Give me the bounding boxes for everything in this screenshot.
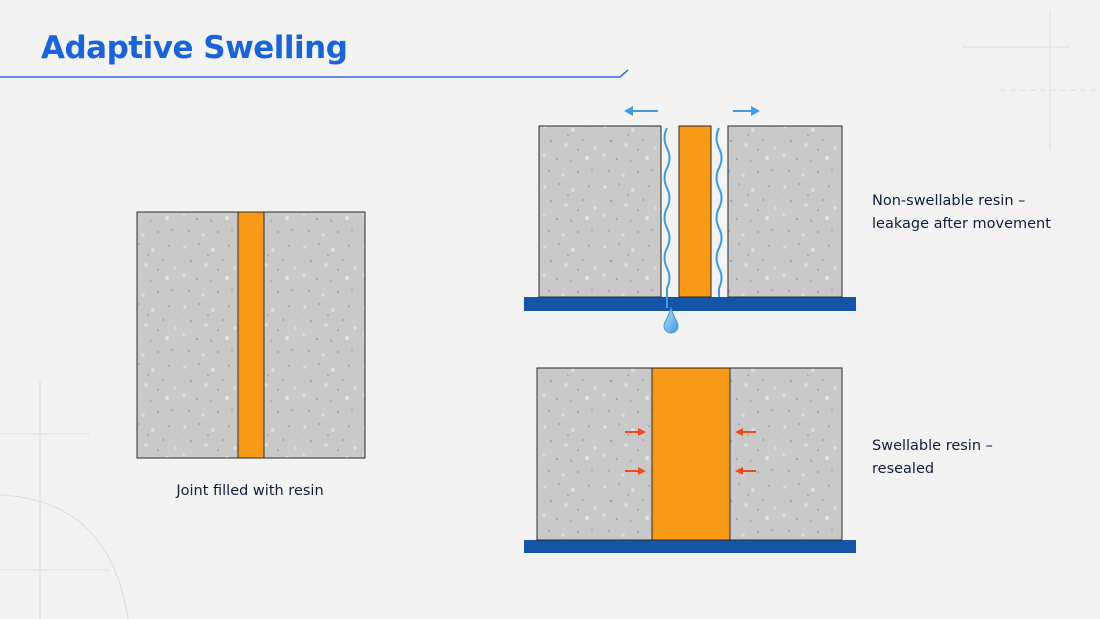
concrete-block-right bbox=[263, 211, 366, 459]
pressure-arrow-icon bbox=[625, 428, 756, 475]
joint-filled-diagram bbox=[136, 211, 366, 459]
water-droplet-icon bbox=[663, 306, 679, 334]
water-leak-line-left bbox=[663, 127, 671, 308]
non-swellable-diagram bbox=[524, 106, 856, 334]
concrete-block-right bbox=[727, 125, 843, 298]
base-plate bbox=[524, 540, 856, 553]
movement-arrow-left-icon bbox=[624, 106, 658, 116]
joint-filled-caption: Joint filled with resin bbox=[176, 483, 324, 499]
swellable-caption-line2: resealed bbox=[872, 461, 935, 477]
title-underline bbox=[0, 69, 629, 78]
concrete-block-left bbox=[136, 211, 239, 459]
water-leak-line-right bbox=[715, 127, 723, 297]
swellable-caption-line1: Swellable resin – bbox=[872, 438, 993, 454]
decorative-grid-lines bbox=[0, 12, 1100, 619]
concrete-block-left bbox=[538, 125, 662, 298]
concrete-block-right bbox=[729, 367, 843, 541]
swollen-resin bbox=[651, 367, 731, 541]
resin-strip bbox=[237, 211, 265, 459]
resin-strip bbox=[678, 125, 712, 298]
base-plate bbox=[524, 297, 856, 311]
non-swellable-caption-line2: leakage after movement bbox=[872, 216, 1051, 232]
page-title: Adaptive Swelling bbox=[41, 30, 348, 66]
concrete-block-left bbox=[536, 367, 653, 541]
non-swellable-caption-line1: Non-swellable resin – bbox=[872, 193, 1026, 209]
movement-arrow-right-icon bbox=[733, 106, 760, 116]
swellable-diagram bbox=[524, 367, 856, 553]
